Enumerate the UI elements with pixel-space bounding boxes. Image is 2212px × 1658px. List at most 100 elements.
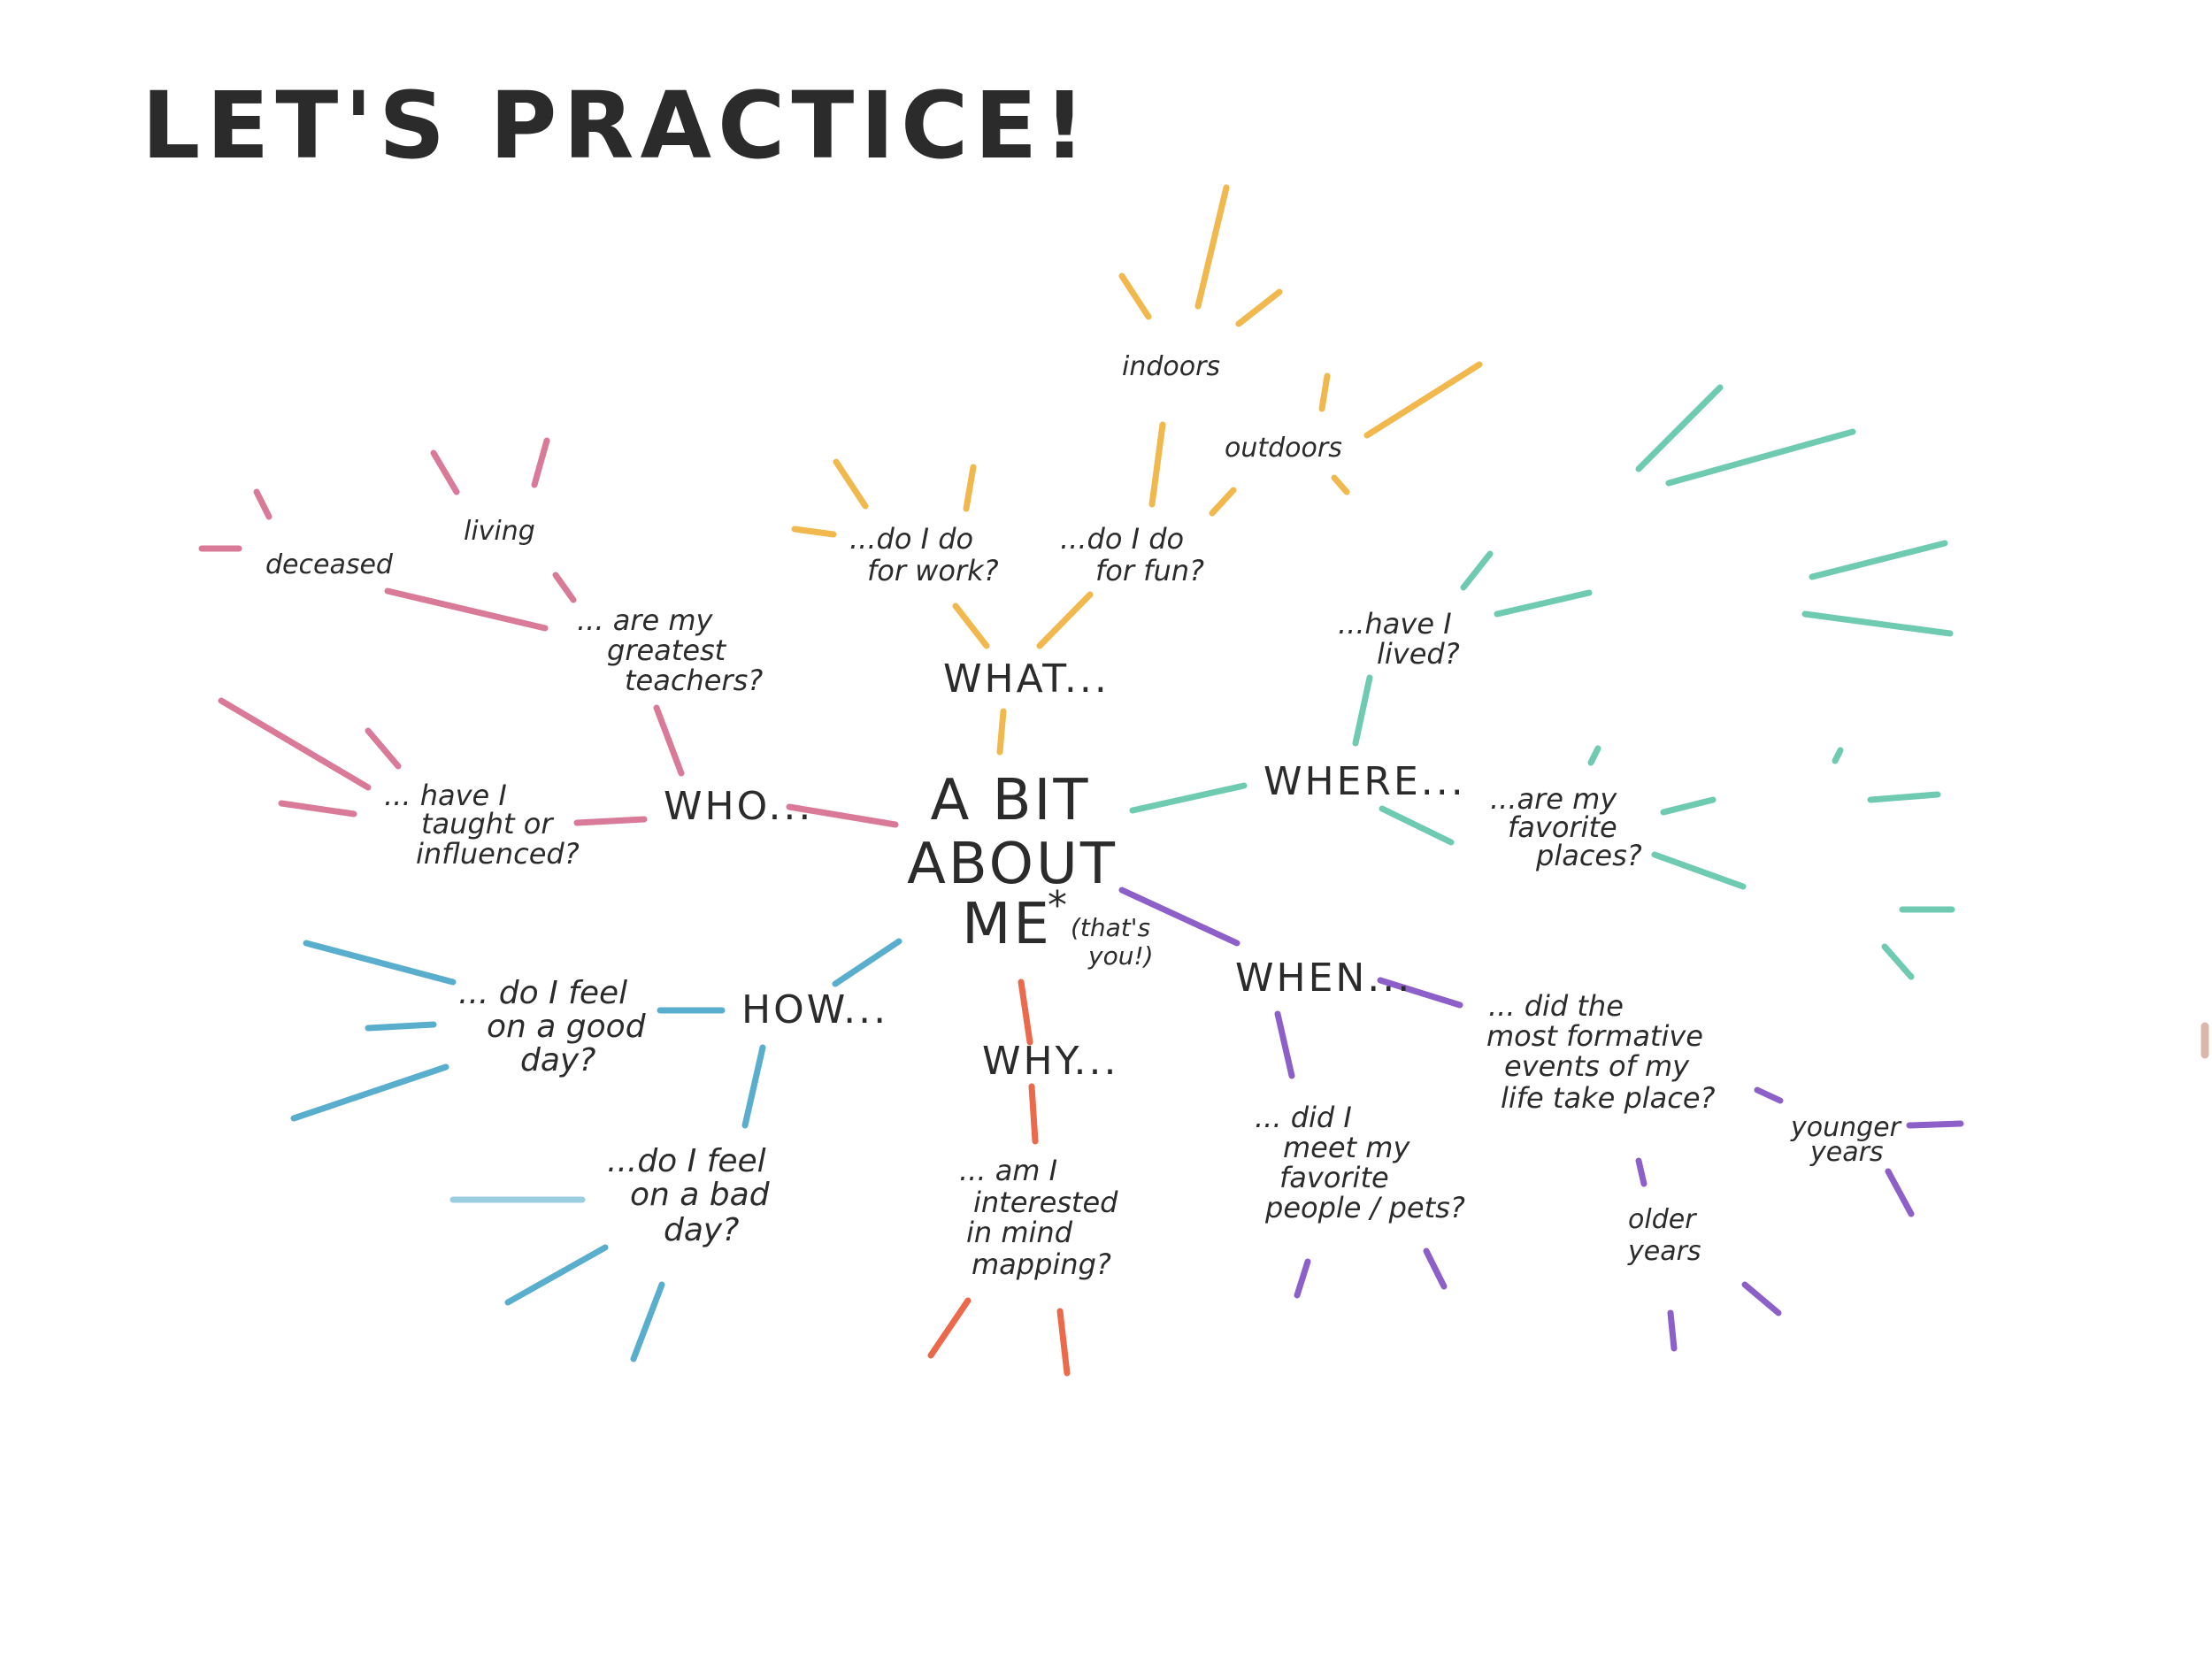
center-topic: A BIT ABOUT ME * (that's you!) — [907, 768, 1154, 971]
places-question-line-3: places? — [1535, 839, 1642, 872]
who-label: WHO... — [664, 784, 813, 829]
deceased-label: deceased — [265, 549, 394, 580]
good-ray-line — [365, 1021, 437, 1032]
people-ray-line — [1294, 1258, 1311, 1299]
work-ray-line — [963, 464, 977, 512]
taught-ray-line — [278, 800, 357, 817]
taught-question-line-3: influenced? — [416, 837, 580, 871]
good-question-line-2: on a good — [487, 1009, 647, 1045]
events-question-line-2: most formative — [1486, 1019, 1703, 1053]
lived-ray-line — [1665, 428, 1856, 487]
fun-to-indoors-line — [1148, 421, 1166, 508]
fun-question-line-1: ...do I do — [1060, 522, 1184, 556]
mapping-question-line-2: interested — [973, 1186, 1118, 1219]
places-ray-line — [1881, 943, 1915, 980]
older-ray-line — [1741, 1281, 1782, 1316]
places-ray-line — [1651, 851, 1747, 890]
people-question-line-3: favorite — [1279, 1161, 1389, 1194]
lived-ray-line — [1809, 540, 1948, 580]
center-line-3: ME — [962, 892, 1052, 957]
what-to-work-line — [952, 603, 990, 649]
when-trunk-line — [1118, 887, 1240, 947]
bad-question-line-1: ...do I feel — [607, 1143, 766, 1179]
events-question-line-1: ... did the — [1488, 989, 1624, 1023]
where-to-lived-line — [1352, 674, 1373, 747]
deceased-ray-line — [253, 488, 273, 520]
why-to-mapping-line — [1028, 1083, 1039, 1145]
places-ray-line — [1832, 747, 1844, 764]
lived-ray-line — [1494, 589, 1593, 618]
indoors-ray-line — [1235, 288, 1283, 327]
what-label: WHAT... — [943, 656, 1110, 702]
work-ray-line — [833, 458, 869, 510]
who-to-taught-line — [573, 816, 648, 826]
when-label: WHEN... — [1235, 956, 1412, 1001]
people-question-line-1: ... did I — [1255, 1101, 1352, 1134]
bad-question-line-3: day? — [664, 1212, 739, 1248]
lived-ray-line — [1635, 384, 1724, 472]
places-ray-line — [1587, 745, 1601, 766]
events-question-line-3: events of my — [1504, 1049, 1690, 1083]
teachers-question-line-3: teachers? — [625, 664, 763, 697]
lived-ray-line — [1801, 610, 1954, 637]
indoors-label: indoors — [1122, 351, 1220, 382]
mapping-ray-line — [1056, 1308, 1071, 1377]
younger-ray-line — [1885, 1168, 1915, 1217]
work-ray-line — [791, 526, 837, 538]
where-to-places-line — [1379, 805, 1455, 846]
when-to-events-line — [1377, 977, 1463, 1009]
how-trunk-line — [832, 938, 902, 987]
why-branch-lines — [927, 979, 1071, 1377]
teachers-to-living-line — [552, 572, 577, 603]
lived-question-line-2: lived? — [1377, 637, 1460, 671]
why-trunk-line — [1018, 979, 1033, 1046]
taught-ray-line — [218, 697, 372, 791]
people-question-line-2: meet my — [1283, 1131, 1410, 1164]
taught-question-line-1: ... have I — [384, 779, 507, 812]
who-to-teachers-line — [653, 704, 685, 777]
when-branch-lines — [1118, 887, 1964, 1352]
good-question-line-1: ... do I feel — [458, 975, 627, 1011]
what-trunk-line — [996, 708, 1007, 756]
lived-ray-line — [1460, 550, 1494, 591]
fun-to-outdoors-line — [1209, 487, 1237, 517]
good-ray-line — [303, 940, 457, 986]
where-branch-lines — [1129, 384, 1955, 980]
bad-ray-line — [504, 1244, 609, 1306]
center-note-line-2: you!) — [1087, 941, 1154, 971]
how-to-bad-line — [741, 1044, 766, 1129]
outdoors-ray-line — [1318, 372, 1331, 412]
older-label-line-1: older — [1628, 1204, 1697, 1235]
how-label: HOW... — [741, 987, 888, 1032]
events-question-line-4: life take place? — [1501, 1081, 1716, 1115]
indoors-ray-line — [1118, 272, 1152, 320]
center-line-2: ABOUT — [907, 832, 1118, 897]
work-question-line-1: ...do I do — [849, 522, 973, 556]
bad-question-line-2: on a bad — [630, 1177, 771, 1213]
mapping-question-line-3: in mind — [966, 1216, 1073, 1249]
teachers-question-line-2: greatest — [607, 633, 727, 667]
center-note-line-1: (that's — [1071, 913, 1150, 942]
lived-question-line-1: ...have I — [1338, 607, 1452, 641]
people-ray-line — [1423, 1247, 1448, 1290]
people-question-line-4: people / pets? — [1264, 1191, 1465, 1224]
events-to-younger-line — [1754, 1086, 1784, 1104]
bad-ray-line — [630, 1281, 665, 1362]
center-asterisk: * — [1048, 883, 1067, 928]
living-label: living — [464, 516, 535, 547]
places-ray-line — [1660, 796, 1717, 816]
living-ray-line — [430, 449, 460, 495]
who-trunk-line — [786, 803, 899, 828]
where-trunk-line — [1129, 782, 1248, 814]
indoors-ray-line — [1194, 184, 1230, 310]
taught-question-line-2: taught or — [421, 807, 554, 841]
places-ray-line — [1867, 791, 1941, 803]
older-ray-line — [1667, 1309, 1678, 1352]
living-ray-line — [531, 437, 550, 488]
good-question-line-3: day? — [520, 1042, 595, 1078]
younger-ray-line — [1906, 1120, 1964, 1129]
teachers-question-line-1: ... are my — [577, 603, 713, 637]
teachers-to-deceased-line — [384, 587, 549, 632]
what-to-fun-line — [1036, 591, 1094, 649]
